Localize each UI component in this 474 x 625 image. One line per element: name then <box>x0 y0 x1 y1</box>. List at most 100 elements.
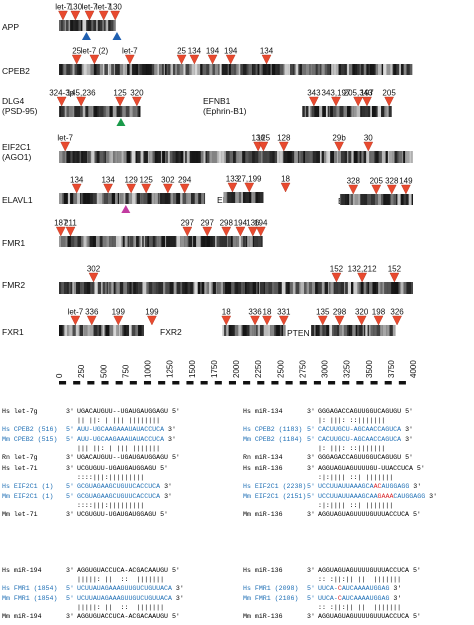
conservation-segment <box>135 193 137 204</box>
mirna-site-marker <box>401 184 411 195</box>
conservation-segment <box>381 194 384 205</box>
mirna-site-marker <box>261 54 272 65</box>
mirna-site-label: 302 <box>87 265 101 274</box>
mirna-site-marker <box>182 226 193 237</box>
conservation-segment <box>235 282 239 294</box>
conservation-segment <box>339 194 342 205</box>
conservation-segment <box>346 64 348 75</box>
conservation-segment <box>59 282 62 294</box>
conservation-segment <box>228 192 232 203</box>
conservation-segment <box>388 106 392 117</box>
conservation-segment <box>191 151 196 163</box>
conservation-segment <box>154 193 158 204</box>
conservation-segment <box>305 64 310 75</box>
conservation-segment <box>206 151 210 163</box>
conservation-segment <box>124 236 128 247</box>
conservation-segment <box>107 64 110 75</box>
conservation-segment <box>281 325 283 336</box>
sequence: UCCUUAUUAAAGCAAGAAACAUGGAGG <box>318 492 426 500</box>
conservation-segment <box>103 151 105 163</box>
conservation-segment <box>102 236 107 247</box>
conservation-segment <box>371 106 376 117</box>
conservation-segment <box>356 106 361 117</box>
conservation-segment <box>90 64 94 75</box>
mirna-site-marker <box>70 315 81 326</box>
conservation-segment <box>392 325 396 336</box>
sequence: UCGUGUU-UGAUGAUGGAGU <box>77 465 157 472</box>
conservation-segment <box>91 20 94 31</box>
conservation-segment <box>96 20 98 31</box>
conservation-segment <box>127 236 129 247</box>
strand-end: 3' <box>160 483 172 491</box>
strand-end: 3' <box>160 492 172 500</box>
conservation-segment <box>189 64 192 75</box>
conservation-segment <box>363 282 366 294</box>
conservation-segment <box>147 236 149 247</box>
conservation-segment <box>104 282 107 294</box>
conservation-segment <box>140 236 143 247</box>
conservation-segment <box>132 64 136 75</box>
conservation-segment <box>62 106 64 117</box>
conservation-segment <box>66 151 71 163</box>
conservation-segment <box>102 64 105 75</box>
conservation-segment <box>339 325 343 336</box>
conservation-segment <box>187 193 192 204</box>
conservation-segment <box>257 282 260 294</box>
conservation-segment <box>237 64 239 75</box>
conservation-segment <box>86 325 89 336</box>
conservation-segment <box>368 64 370 75</box>
conservation-segment <box>245 151 249 163</box>
conservation-segment <box>322 106 326 117</box>
conservation-segment <box>180 236 185 247</box>
conservation-segment <box>86 236 88 247</box>
conservation-segment <box>370 325 374 336</box>
conservation-segment <box>229 64 231 75</box>
mirna-site-marker <box>250 315 260 326</box>
conservation-segment <box>195 151 199 163</box>
conservation-segment <box>315 64 318 75</box>
conservation-segment <box>320 151 322 163</box>
scale-tick-label: 2500 <box>276 360 285 378</box>
gene-name: EIF2C1 <box>2 142 31 152</box>
sequence: GCGUAGAAGCUGUUCACCUCA <box>77 492 161 500</box>
scale-tick-label: 2250 <box>254 360 263 378</box>
conservation-segment <box>407 282 412 294</box>
conservation-segment <box>152 282 155 294</box>
conservation-segment <box>351 151 354 163</box>
conservation-segment <box>93 106 95 117</box>
conservation-segment <box>80 193 82 204</box>
conservation-segment <box>320 64 322 75</box>
mirna-site-label: let-7 <box>68 308 84 317</box>
conservation-segment <box>374 64 376 75</box>
conservation-segment <box>375 106 378 117</box>
mirna-site-label: 194 <box>224 47 238 56</box>
strand-end: 5' <box>409 567 421 574</box>
conservation-segment <box>351 282 354 294</box>
conservation-segment <box>194 193 199 204</box>
conservation-segment <box>248 64 253 75</box>
mirna-site-label: 130 <box>109 3 123 12</box>
gene-name: (PSD-95) <box>2 106 38 116</box>
conservation-segment <box>73 20 76 31</box>
conservation-segment <box>403 194 406 205</box>
conservation-segment <box>140 64 143 75</box>
conservation-segment <box>292 282 296 294</box>
conservation-segment <box>81 151 84 163</box>
conservation-segment <box>197 282 201 294</box>
conservation-segment <box>207 282 209 294</box>
conservation-segment <box>361 106 365 117</box>
conservation-segment <box>148 236 153 247</box>
conservation-segment <box>180 193 183 204</box>
conservation-segment <box>252 236 254 247</box>
mirna-site-label: 320 <box>130 89 144 98</box>
conservation-segment <box>200 236 203 247</box>
conservation-segment <box>368 106 371 117</box>
conservation-segment <box>363 64 367 75</box>
conservation-segment <box>227 325 229 336</box>
conservation-segment <box>406 282 408 294</box>
conservation-segment <box>399 64 401 75</box>
conservation-segment <box>236 236 240 247</box>
conservation-segment <box>96 151 100 163</box>
conservation-segment <box>258 192 260 203</box>
